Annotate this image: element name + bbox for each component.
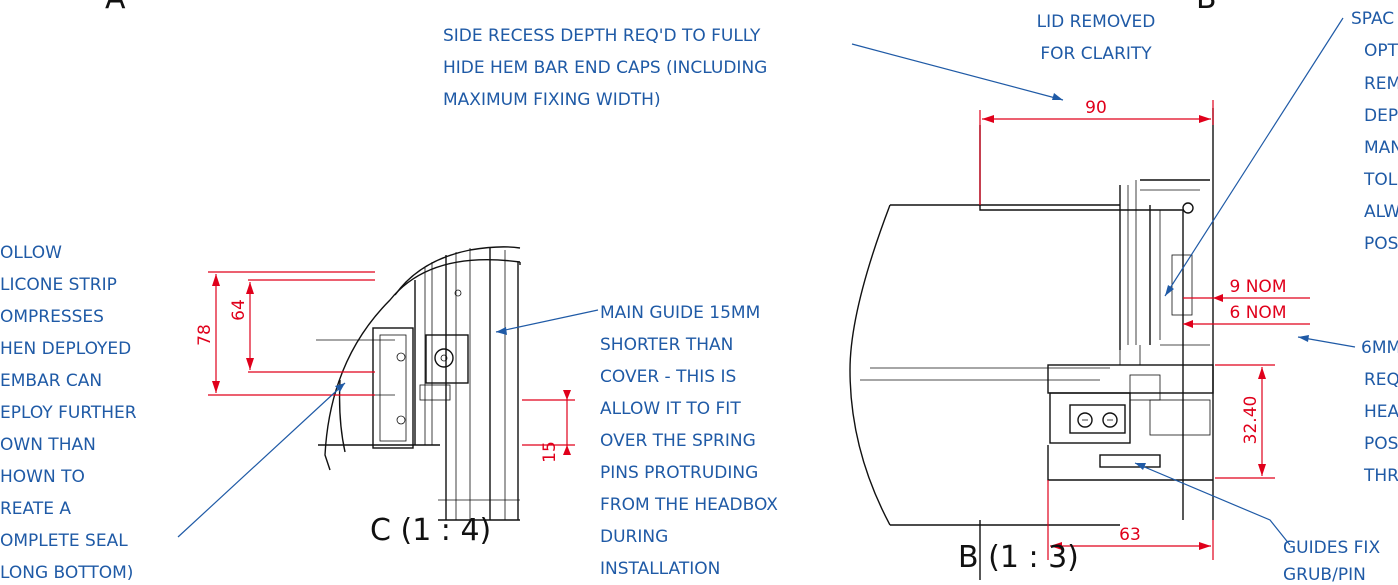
note-main-guide-line: DURING [600,527,668,547]
note-hollow-silicone: OLLOW LICONE STRIP OMPRESSES HEN DEPLOYE… [0,243,137,583]
dim-63: 63 [1047,480,1214,560]
note-hollow-silicone-line: LICONE STRIP [0,275,117,295]
note-main-guide: MAIN GUIDE 15MM SHORTER THAN COVER - THI… [600,303,778,579]
note-six-mm-line: THR [1363,466,1398,486]
leader-main-guide [495,309,599,333]
dim-6nom: 6 NOM [1183,303,1310,328]
note-main-guide-line: MAIN GUIDE 15MM [600,303,760,323]
note-six-mm-line: HEA [1364,402,1398,422]
note-lid-removed-line: LID REMOVED [1037,12,1156,32]
note-spacer-line: DEP [1364,106,1398,126]
note-hollow-silicone-line: OWN THAN [0,435,96,455]
dim-9nom-label: 9 NOM [1230,277,1287,297]
note-spacer-line: MAN [1364,138,1398,158]
note-lid-removed: LID REMOVED FOR CLARITY [1037,12,1156,64]
note-spacer-line: POS [1364,234,1398,254]
note-main-guide-line: OVER THE SPRING [600,431,756,451]
note-hollow-silicone-line: OLLOW [0,243,62,263]
dim-90: 90 [979,98,1214,205]
dim-15: 15 [522,390,575,463]
note-lid-removed-line: FOR CLARITY [1040,44,1152,64]
note-side-recess-line: SIDE RECESS DEPTH REQ'D TO FULLY [443,26,761,46]
note-main-guide-line: ALLOW IT TO FIT [600,399,741,419]
note-spacer-line: ALW [1364,202,1398,222]
note-side-recess-line: MAXIMUM FIXING WIDTH) [443,90,661,110]
dim-32-40-label: 32.40 [1241,396,1261,445]
dim-15-label: 15 [540,441,560,463]
note-hollow-silicone-line: HEN DEPLOYED [0,339,131,359]
leader-side-recess [851,43,1064,101]
view-letter-b: B [1196,0,1217,16]
note-guides-fix-line: GUIDES FIX [1283,538,1380,558]
note-guides-fix: GUIDES FIX GRUB/PIN [1283,538,1380,585]
leader-hollow-silicone [177,382,346,538]
note-spacer-line: OPT [1364,41,1398,61]
note-hollow-silicone-line: EPLOY FURTHER [0,403,137,423]
note-hollow-silicone-line: LONG BOTTOM) [0,563,133,583]
note-main-guide-line: FROM THE HEADBOX [600,495,778,515]
dim-78-label: 78 [195,324,215,346]
dim-63-label: 63 [1119,525,1141,545]
note-main-guide-line: SHORTER THAN [600,335,733,355]
note-side-recess-line: HIDE HEM BAR END CAPS (INCLUDING [443,58,767,78]
dim-64-label: 64 [229,299,249,321]
note-main-guide-line: INSTALLATION [600,559,720,579]
note-side-recess: SIDE RECESS DEPTH REQ'D TO FULLY HIDE HE… [443,26,767,110]
dim-6nom-label: 6 NOM [1230,303,1287,323]
note-hollow-silicone-line: OMPLETE SEAL [0,531,128,551]
note-spacer-line: SPAC [1351,9,1394,29]
dim-90-label: 90 [1085,98,1107,118]
note-six-mm-line: POS [1364,434,1398,454]
dim-9nom: 9 NOM [1183,277,1310,302]
detail-c-linework [316,246,521,521]
note-hollow-silicone-line: REATE A [0,499,71,519]
view-title-c: C (1 : 4) [370,513,491,548]
note-six-mm-line: 6MM [1361,338,1398,358]
note-hollow-silicone-line: HOWN TO [0,467,85,487]
detail-b-linework [849,108,1214,580]
note-main-guide-line: PINS PROTRUDING [600,463,758,483]
note-spacer-line: REM [1364,74,1398,94]
note-spacer: SPAC OPT REM DEP MAN TOLE ALW POS [1351,9,1398,254]
leader-spacer [1164,17,1344,297]
note-six-mm-line: REQ [1364,370,1398,390]
dim-64: 64 [229,279,375,373]
note-hollow-silicone-line: EMBAR CAN [0,371,102,391]
dim-78: 78 [195,271,375,396]
view-title-b: B (1 : 3) [958,540,1079,575]
note-six-mm: 6MM REQ HEA POS THR [1361,338,1398,486]
note-hollow-silicone-line: OMPRESSES [0,307,104,327]
leader-guides-fix [1134,462,1291,546]
note-guides-fix-line: GRUB/PIN [1283,565,1366,585]
note-spacer-line: TOLE [1363,170,1398,190]
view-letter-a: A [105,0,126,16]
note-main-guide-line: COVER - THIS IS [600,367,736,387]
dim-32-40: 32.40 [1215,364,1275,479]
